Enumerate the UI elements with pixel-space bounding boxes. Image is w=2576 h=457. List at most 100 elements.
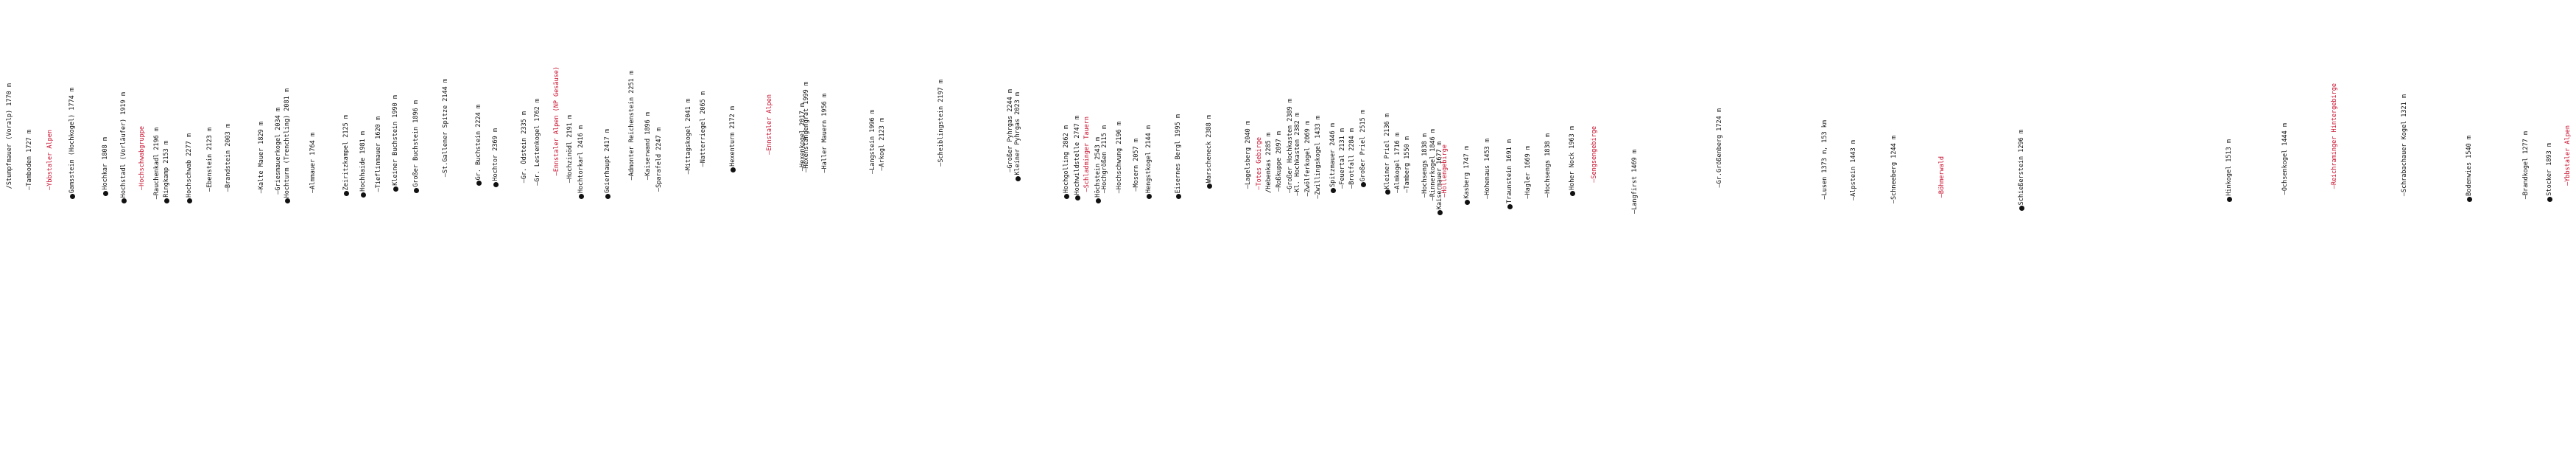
range-label: —Ennstaler Alpen (NP Gesäuse) [553,66,560,176]
peak-label: —Tamberg 1550 m [1404,136,1411,193]
peak-marker [1437,209,1443,215]
peak-marker [2019,205,2024,211]
peak-label: Bodenwies 1540 m [2466,136,2473,196]
peak-marker [393,186,398,192]
peak-label: Hochhaide 1981 m [359,131,367,192]
peak-marker [1507,203,1513,209]
peak-label: —Hochgrößen 2115 m [1101,125,1108,194]
range-label: —Schladminger Tauern [1083,116,1091,192]
peak-label: —Schneeberg 1244 m [1890,136,1898,204]
peak-label: Hochtor 2369 m [492,128,499,181]
peak-marker [1095,198,1101,203]
peak-label: —Gr. Lestenkogel 1762 m [534,99,541,186]
peak-label: Ringkamp 2153 m [163,141,170,198]
peak-label: —Alpstein 1443 m [1850,140,1857,200]
peak-label: Hengstkogel 2144 m [1145,125,1152,194]
range-label: —Reichraminger Hintergebirge [2331,83,2338,189]
peak-label: —Ochsenkogel 1444 m [2281,123,2289,195]
peak-label: Hoher Nock 1963 m [1569,126,1576,190]
peak-label: —Admonter Reichenstein 2251 m [628,71,636,181]
peak-marker [1175,193,1181,199]
range-label: —Ennstaler Alpen [766,94,773,155]
peak-label: Stocker 1893 m [2546,143,2553,196]
peak-marker [1360,181,1366,187]
peak-label: —Sparafeld 2247 m [655,128,663,192]
peak-label: Hochgolling 2862 m [1063,125,1070,194]
peak-label: Kasberg 1747 m [1463,146,1471,199]
peak-marker [1206,183,1212,189]
peak-label: —Langfirst 1469 m [1631,150,1639,214]
peak-marker [163,198,169,203]
peak-label: —Natterriegel 2065 m [700,91,707,167]
peak-marker [2547,196,2552,202]
peak-marker [284,198,290,203]
range-label: —Totes Gebirge [1256,137,1263,190]
peak-label: —Brotfall 2284 m [1348,128,1356,189]
peak-label: Warscheneck 2388 m [1206,115,1213,184]
peak-marker [2226,196,2232,202]
peak-marker [1384,189,1390,195]
peak-label: —Lagelsberg 2040 m [1245,121,1252,189]
peak-label: Hexenturm 2172 m [729,106,736,167]
peak-label: Kleiner Buchstein 1990 m [392,95,399,186]
peak-label: —Almmauer 1764 m [309,133,317,193]
peak-label: —Griesmauerkogel 2034 m [275,108,282,195]
peak-label: Geierhaupt 2417 m [604,129,611,193]
peak-marker [1146,193,1152,199]
peak-label: —Brandstein 2003 m [225,124,232,192]
peak-marker [1330,187,1336,193]
peak-marker [493,181,499,187]
range-label: —Sengsengebirge [1591,126,1598,183]
peak-label: —Rauchenkadl 2196 m [153,128,161,200]
peak-marker [1015,175,1021,181]
peak-label: —Tamboden 1727 m [26,130,33,190]
range-label: —Höllengebirge [1441,144,1449,198]
peak-label: —Tieflinmauer 1620 m [375,116,382,192]
peak-marker [102,190,108,196]
peak-label: Hochstadl (Vorläufer) 1919 m [120,92,127,198]
peak-label: —Hohenaus 1453 m [1484,139,1491,199]
peak-label: —Großer Hochkasten 2389 m [1287,99,1294,193]
peak-label: —Zwillingskogel 1433 m [1315,116,1322,199]
peak-label: Schießerstein 1296 m [2018,130,2025,206]
peak-label: —Kaiserwand 1896 m [644,112,652,181]
range-label: —Hochschwabgruppe [138,126,146,190]
peak-marker [360,192,366,198]
peak-label: Hochschwab 2277 m [186,133,193,198]
peak-label: Eisernes Bergl 1995 m [1175,114,1182,194]
peak-label: Hochturm (Trenchtling) 2081 m [284,88,291,198]
peak-label: Kleiner Pyhrgas 2023 m [1014,92,1021,175]
peak-label: —Hexenstangengrat 1999 m [803,82,810,172]
peak-label: —Haller Mauern 1956 m [821,94,828,173]
peak-label: —Hagler 1669 m [1524,146,1532,199]
peak-label: —Roßkuppe 2097 m [1275,131,1283,192]
peak-label: Großer Priel 2515 m [1359,110,1367,182]
peak-marker [2466,196,2472,202]
peak-label: —Scheiblingstein 2197 m [937,80,945,167]
peak-label: —Arkogl 2123 m [879,118,886,171]
peak-label: Großer Buchstein 1896 m [412,100,420,187]
peak-label: Hochwildstelle 2747 m [1074,116,1081,195]
peak-label: /Stumpfmauer (Voralp) 1770 m [6,83,13,189]
peak-label: Zeiritzkampel 2125 m [342,115,350,191]
peak-label: Gr. Buchstein 2224 m [475,105,482,181]
peak-marker [343,190,349,196]
peak-marker [578,193,584,199]
peak-label: —Langstein 1996 m [869,110,876,174]
peak-label: Spitzmauer 2446 m [1329,123,1337,187]
peak-label: Hochtorkarl 2416 m [577,125,585,194]
peak-marker [476,180,482,186]
peak-label: —St.Gallener Spitze 2144 m [442,79,449,178]
peak-label: —Gr. Ödstein 2335 m [521,111,528,184]
range-label: —Böhmerwald [1938,156,1946,198]
peak-label: —Hochsengs 1838 m [1421,133,1429,198]
peak-label: —Zwölferkogel 2069 m [1304,121,1312,197]
peak-label: —Feuertal 2131 m [1339,128,1346,189]
peak-label: —Großer Pyhrgas 2244 m [1007,89,1014,172]
peak-label: —Schrabachauer Kogel 1321 m [2401,94,2408,197]
peak-marker [1074,195,1080,200]
peak-label: Kleiner Priel 2136 m [1384,114,1391,189]
peak-label: —Mosern 2057 m [1133,139,1140,192]
peak-label: —Kl. Hochkasten 2382 m [1294,113,1301,196]
